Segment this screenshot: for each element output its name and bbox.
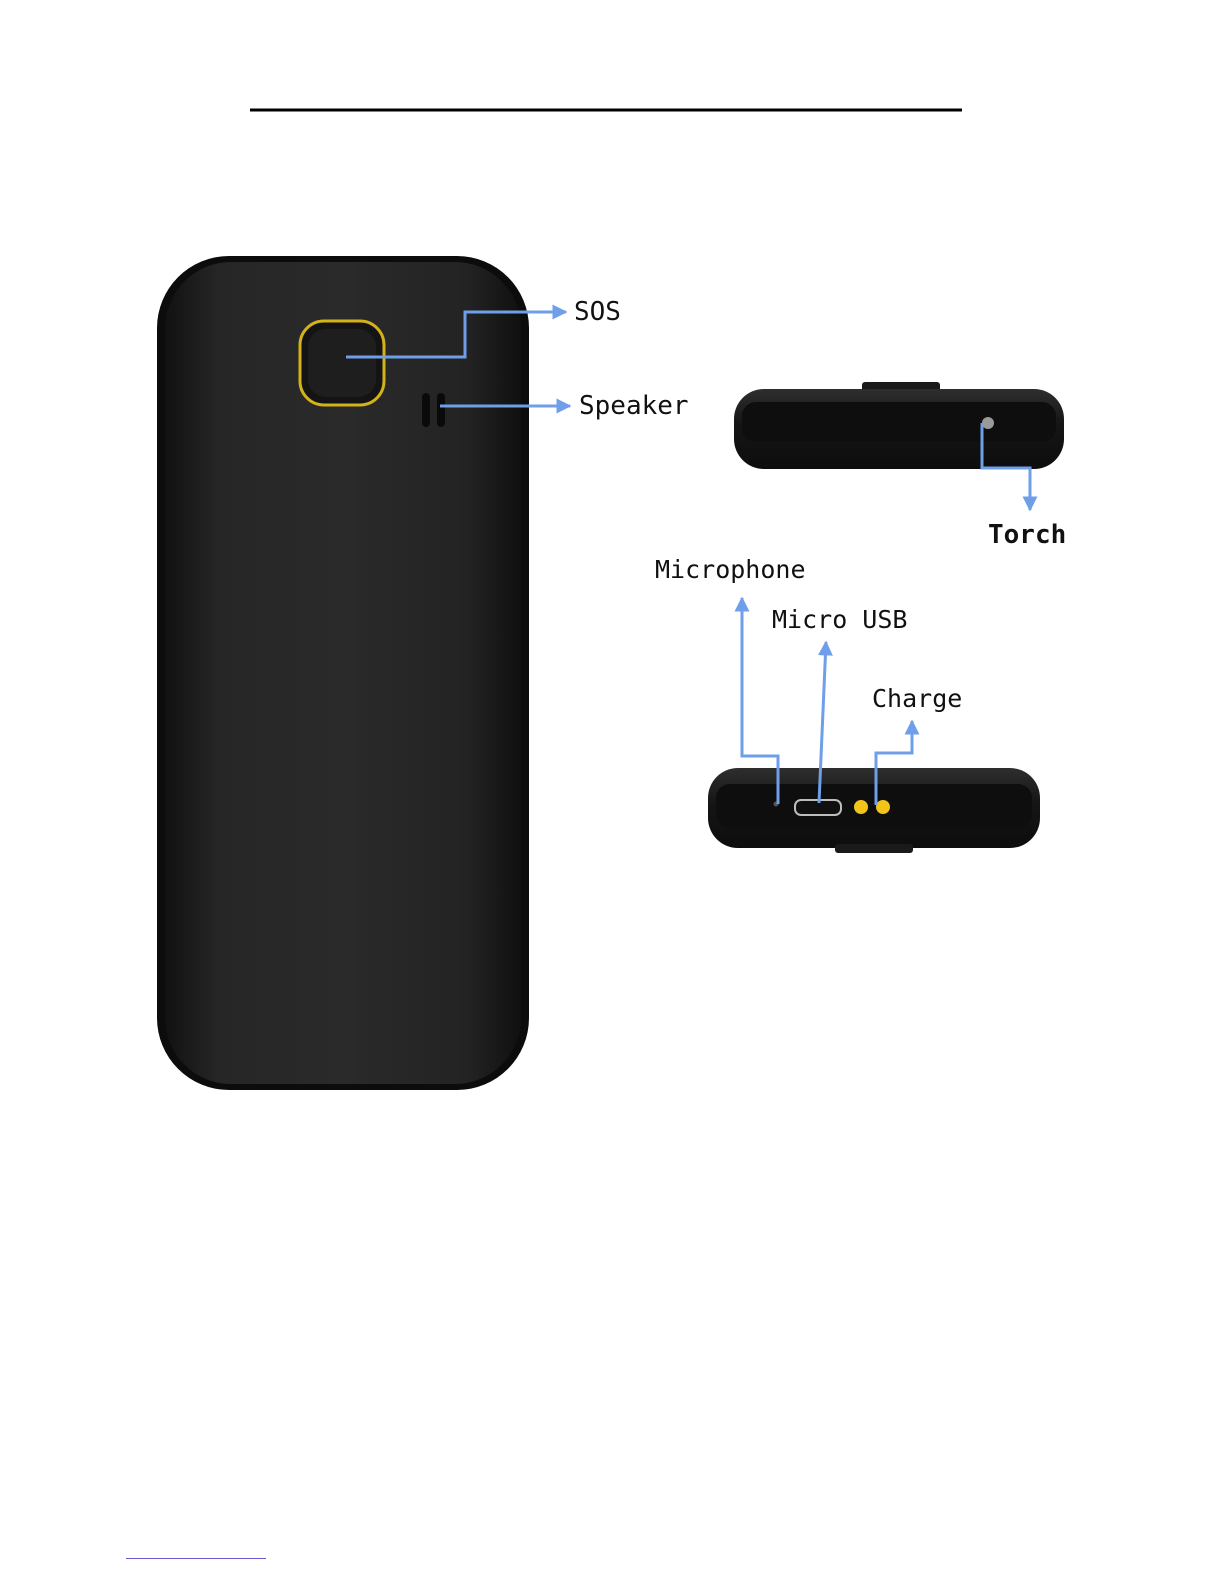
sos-label: SOS: [574, 299, 621, 325]
speaker-label: Speaker: [579, 393, 689, 419]
charge-pin-icon: [876, 800, 890, 814]
torch-led-icon: [982, 417, 994, 429]
sos-button-icon: [300, 321, 384, 405]
torch-label: Torch: [988, 522, 1066, 548]
phone-bottom-edge: [708, 768, 1040, 853]
phone-top-edge: [734, 382, 1064, 469]
microphone-label: Microphone: [655, 557, 806, 582]
footnote-separator: [126, 1558, 266, 1559]
charge-label: Charge: [872, 686, 962, 711]
micro-usb-label: Micro USB: [772, 607, 907, 632]
charge-pin-icon: [854, 800, 868, 814]
